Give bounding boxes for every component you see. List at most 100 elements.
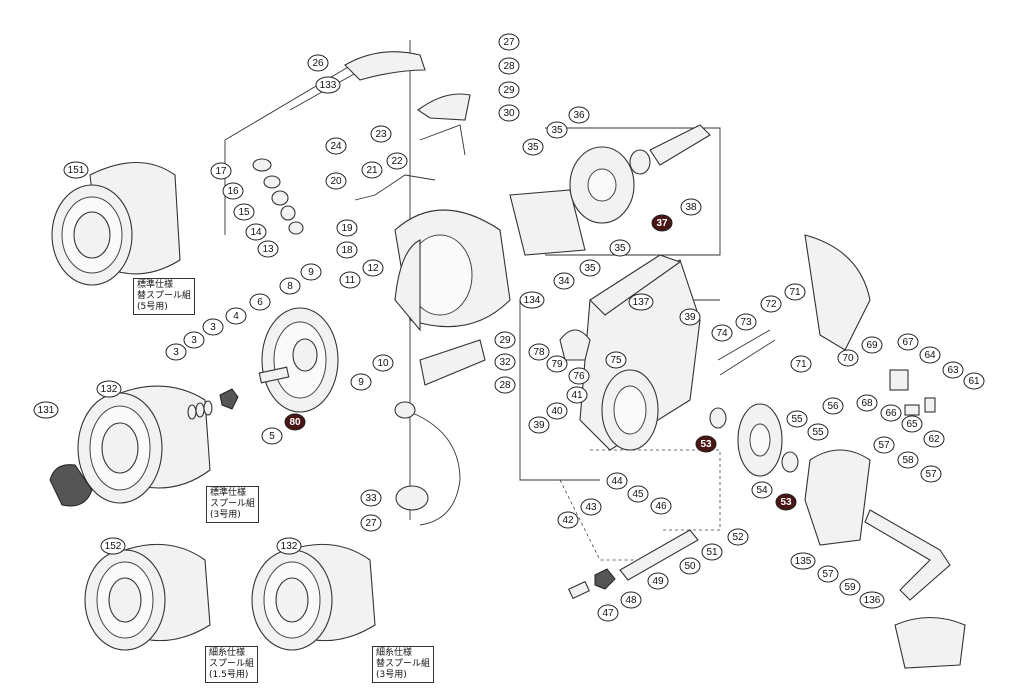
side-cover-69 bbox=[804, 234, 871, 351]
callout-8: 8 bbox=[279, 277, 301, 295]
spool-cap-131 bbox=[49, 464, 93, 507]
callout-number: 131 bbox=[38, 405, 55, 416]
callout-number: 62 bbox=[928, 434, 940, 445]
callout-bubble bbox=[605, 351, 627, 369]
callout-number: 136 bbox=[864, 595, 881, 606]
callout-53: 53 bbox=[695, 435, 717, 453]
callout-23: 23 bbox=[370, 125, 392, 143]
callout-54: 54 bbox=[751, 481, 773, 499]
callout-13: 13 bbox=[257, 240, 279, 258]
band-34 bbox=[509, 189, 586, 256]
callout-bubble bbox=[901, 415, 923, 433]
callout-number: 78 bbox=[533, 347, 545, 358]
spring-22 bbox=[354, 174, 436, 201]
callout-number: 21 bbox=[366, 165, 378, 176]
callout-number: 34 bbox=[558, 276, 570, 287]
callout-number: 71 bbox=[795, 359, 807, 370]
callout-number: 133 bbox=[320, 80, 337, 91]
callout-bubble bbox=[546, 121, 568, 139]
callout-68: 68 bbox=[856, 394, 878, 412]
callout-bubble bbox=[786, 410, 808, 428]
callout-number: 12 bbox=[367, 263, 379, 274]
callout-bubble bbox=[361, 161, 383, 179]
callout-132: 132 bbox=[96, 380, 122, 398]
callout-16: 16 bbox=[222, 182, 244, 200]
callout-bubble bbox=[279, 277, 301, 295]
callout-number: 26 bbox=[312, 58, 324, 69]
callout-18: 18 bbox=[336, 241, 358, 259]
callout-number: 4 bbox=[233, 311, 239, 322]
callout-number: 13 bbox=[262, 244, 274, 255]
callout-35: 35 bbox=[609, 239, 631, 257]
callout-74: 74 bbox=[711, 324, 733, 342]
callout-57: 57 bbox=[920, 465, 942, 483]
callout-number: 52 bbox=[732, 532, 744, 543]
callout-bubble bbox=[923, 430, 945, 448]
callout-bubble bbox=[183, 331, 205, 349]
callout-bubble bbox=[284, 413, 306, 431]
callout-number: 151 bbox=[68, 165, 85, 176]
shaft-5 bbox=[258, 366, 290, 384]
callout-63: 63 bbox=[942, 361, 964, 379]
callout-number: 29 bbox=[503, 85, 515, 96]
callout-9: 9 bbox=[350, 373, 372, 391]
callout-number: 54 bbox=[756, 485, 768, 496]
callout-number: 53 bbox=[780, 497, 792, 508]
callout-bubble bbox=[880, 404, 902, 422]
callout-bubble bbox=[790, 552, 816, 570]
callout-38: 38 bbox=[680, 198, 702, 216]
callout-bubble bbox=[647, 572, 669, 590]
callout-bubble bbox=[63, 161, 89, 179]
callout-132: 132 bbox=[276, 537, 302, 555]
callout-number: 57 bbox=[925, 469, 937, 480]
callout-43: 43 bbox=[580, 498, 602, 516]
callout-number: 9 bbox=[358, 377, 364, 388]
callout-bubble bbox=[735, 313, 757, 331]
callout-bubble bbox=[609, 239, 631, 257]
callout-bubble bbox=[568, 367, 590, 385]
callout-52: 52 bbox=[727, 528, 749, 546]
callout-bubble bbox=[307, 54, 329, 72]
callout-bubble bbox=[245, 223, 267, 241]
callout-75: 75 bbox=[605, 351, 627, 369]
callout-bubble bbox=[580, 498, 602, 516]
callout-bubble bbox=[651, 214, 673, 232]
bail-arm-32 bbox=[419, 339, 486, 386]
callout-bubble bbox=[350, 373, 372, 391]
callout-6: 6 bbox=[249, 293, 271, 311]
callout-bubble bbox=[861, 336, 883, 354]
callout-number: 56 bbox=[827, 401, 839, 412]
callout-bubble bbox=[519, 291, 545, 309]
callout-number: 45 bbox=[632, 489, 644, 500]
note-line: 細糸仕様 bbox=[209, 648, 246, 658]
callout-bubble bbox=[711, 324, 733, 342]
callout-bubble bbox=[597, 604, 619, 622]
callout-bubble bbox=[568, 106, 590, 124]
callout-number: 57 bbox=[822, 569, 834, 580]
callout-number: 32 bbox=[499, 357, 511, 368]
callout-55: 55 bbox=[807, 423, 829, 441]
callout-73: 73 bbox=[735, 313, 757, 331]
callout-number: 46 bbox=[655, 501, 667, 512]
callout-number: 3 bbox=[210, 322, 216, 333]
callout-number: 35 bbox=[584, 263, 596, 274]
callout-28: 28 bbox=[494, 376, 516, 394]
callout-32: 32 bbox=[494, 353, 516, 371]
callout-number: 9 bbox=[308, 267, 314, 278]
rotor-frame-134 bbox=[394, 209, 511, 332]
callout-bubble bbox=[528, 416, 550, 434]
callout-bubble bbox=[679, 308, 701, 326]
callout-57: 57 bbox=[817, 565, 839, 583]
callout-70: 70 bbox=[837, 349, 859, 367]
callout-bubble bbox=[494, 331, 516, 349]
shaft-47 bbox=[567, 580, 591, 600]
callout-number: 79 bbox=[551, 359, 563, 370]
callout-bubble bbox=[650, 497, 672, 515]
note-line: (3号用) bbox=[376, 670, 407, 680]
callout-58: 58 bbox=[897, 451, 919, 469]
callout-number: 39 bbox=[533, 420, 545, 431]
note-line: (5号用) bbox=[137, 302, 168, 312]
callout-bubble bbox=[325, 137, 347, 155]
spool-132-spare bbox=[251, 543, 376, 651]
oscillation-part-4 bbox=[219, 388, 239, 410]
